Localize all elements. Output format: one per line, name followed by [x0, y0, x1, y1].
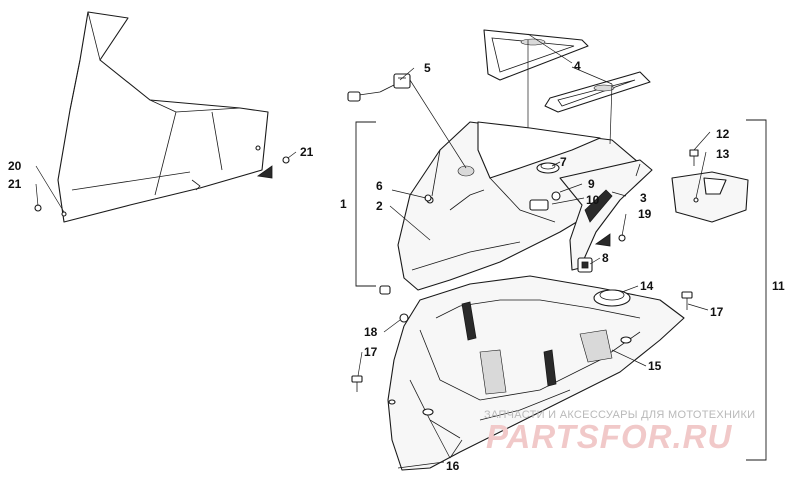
callout-6: 6	[376, 179, 383, 193]
callout-14: 14	[640, 279, 654, 293]
fastener-18	[379, 285, 409, 323]
switch	[577, 257, 593, 273]
callout-10: 10	[586, 193, 600, 207]
callout-8: 8	[602, 251, 609, 265]
bolt-12	[689, 149, 699, 166]
wiring-harness	[347, 73, 411, 102]
screw-21-right	[282, 156, 290, 164]
hood-assembly	[397, 121, 646, 291]
callout-5: 5	[424, 61, 431, 75]
vent-panel-lower	[544, 71, 651, 113]
belly-pan	[387, 275, 685, 471]
side-trim	[529, 159, 653, 271]
callout-12: 12	[716, 127, 730, 141]
callout-17-right: 17	[710, 305, 724, 319]
screw-17-right	[681, 291, 693, 310]
callout-19: 19	[638, 207, 652, 221]
callout-9: 9	[588, 177, 595, 191]
callout-21-right: 21	[300, 145, 314, 159]
arrow-marker	[594, 233, 611, 247]
watermark-tagline: ЗАПЧАСТИ И АКСЕССУАРЫ ДЛЯ МОТОТЕХНИКИ	[484, 409, 755, 421]
callout-15: 15	[648, 359, 662, 373]
callout-7: 7	[560, 155, 567, 169]
screw-17-left	[351, 375, 363, 392]
large-grommet	[593, 289, 631, 307]
leader-lines	[35, 33, 711, 469]
callout-16: 16	[446, 459, 460, 473]
watermark-brand: PARTSFOR.RU	[486, 418, 732, 455]
callout-1: 1	[340, 197, 347, 211]
bracket-right	[746, 119, 767, 461]
vent-panel-upper	[483, 29, 589, 81]
windshield	[57, 11, 269, 223]
callout-3: 3	[640, 191, 647, 205]
callout-13: 13	[716, 147, 730, 161]
callout-4: 4	[574, 59, 581, 73]
callout-11: 11	[772, 279, 785, 293]
callout-17-left: 17	[364, 345, 378, 359]
callout-21-left: 21	[8, 177, 22, 191]
arrow-marker	[256, 165, 273, 179]
callout-18: 18	[364, 325, 378, 339]
callout-2: 2	[376, 199, 383, 213]
bracket-left	[355, 121, 376, 287]
callout-20: 20	[8, 159, 22, 173]
mounting-plate	[671, 171, 749, 223]
